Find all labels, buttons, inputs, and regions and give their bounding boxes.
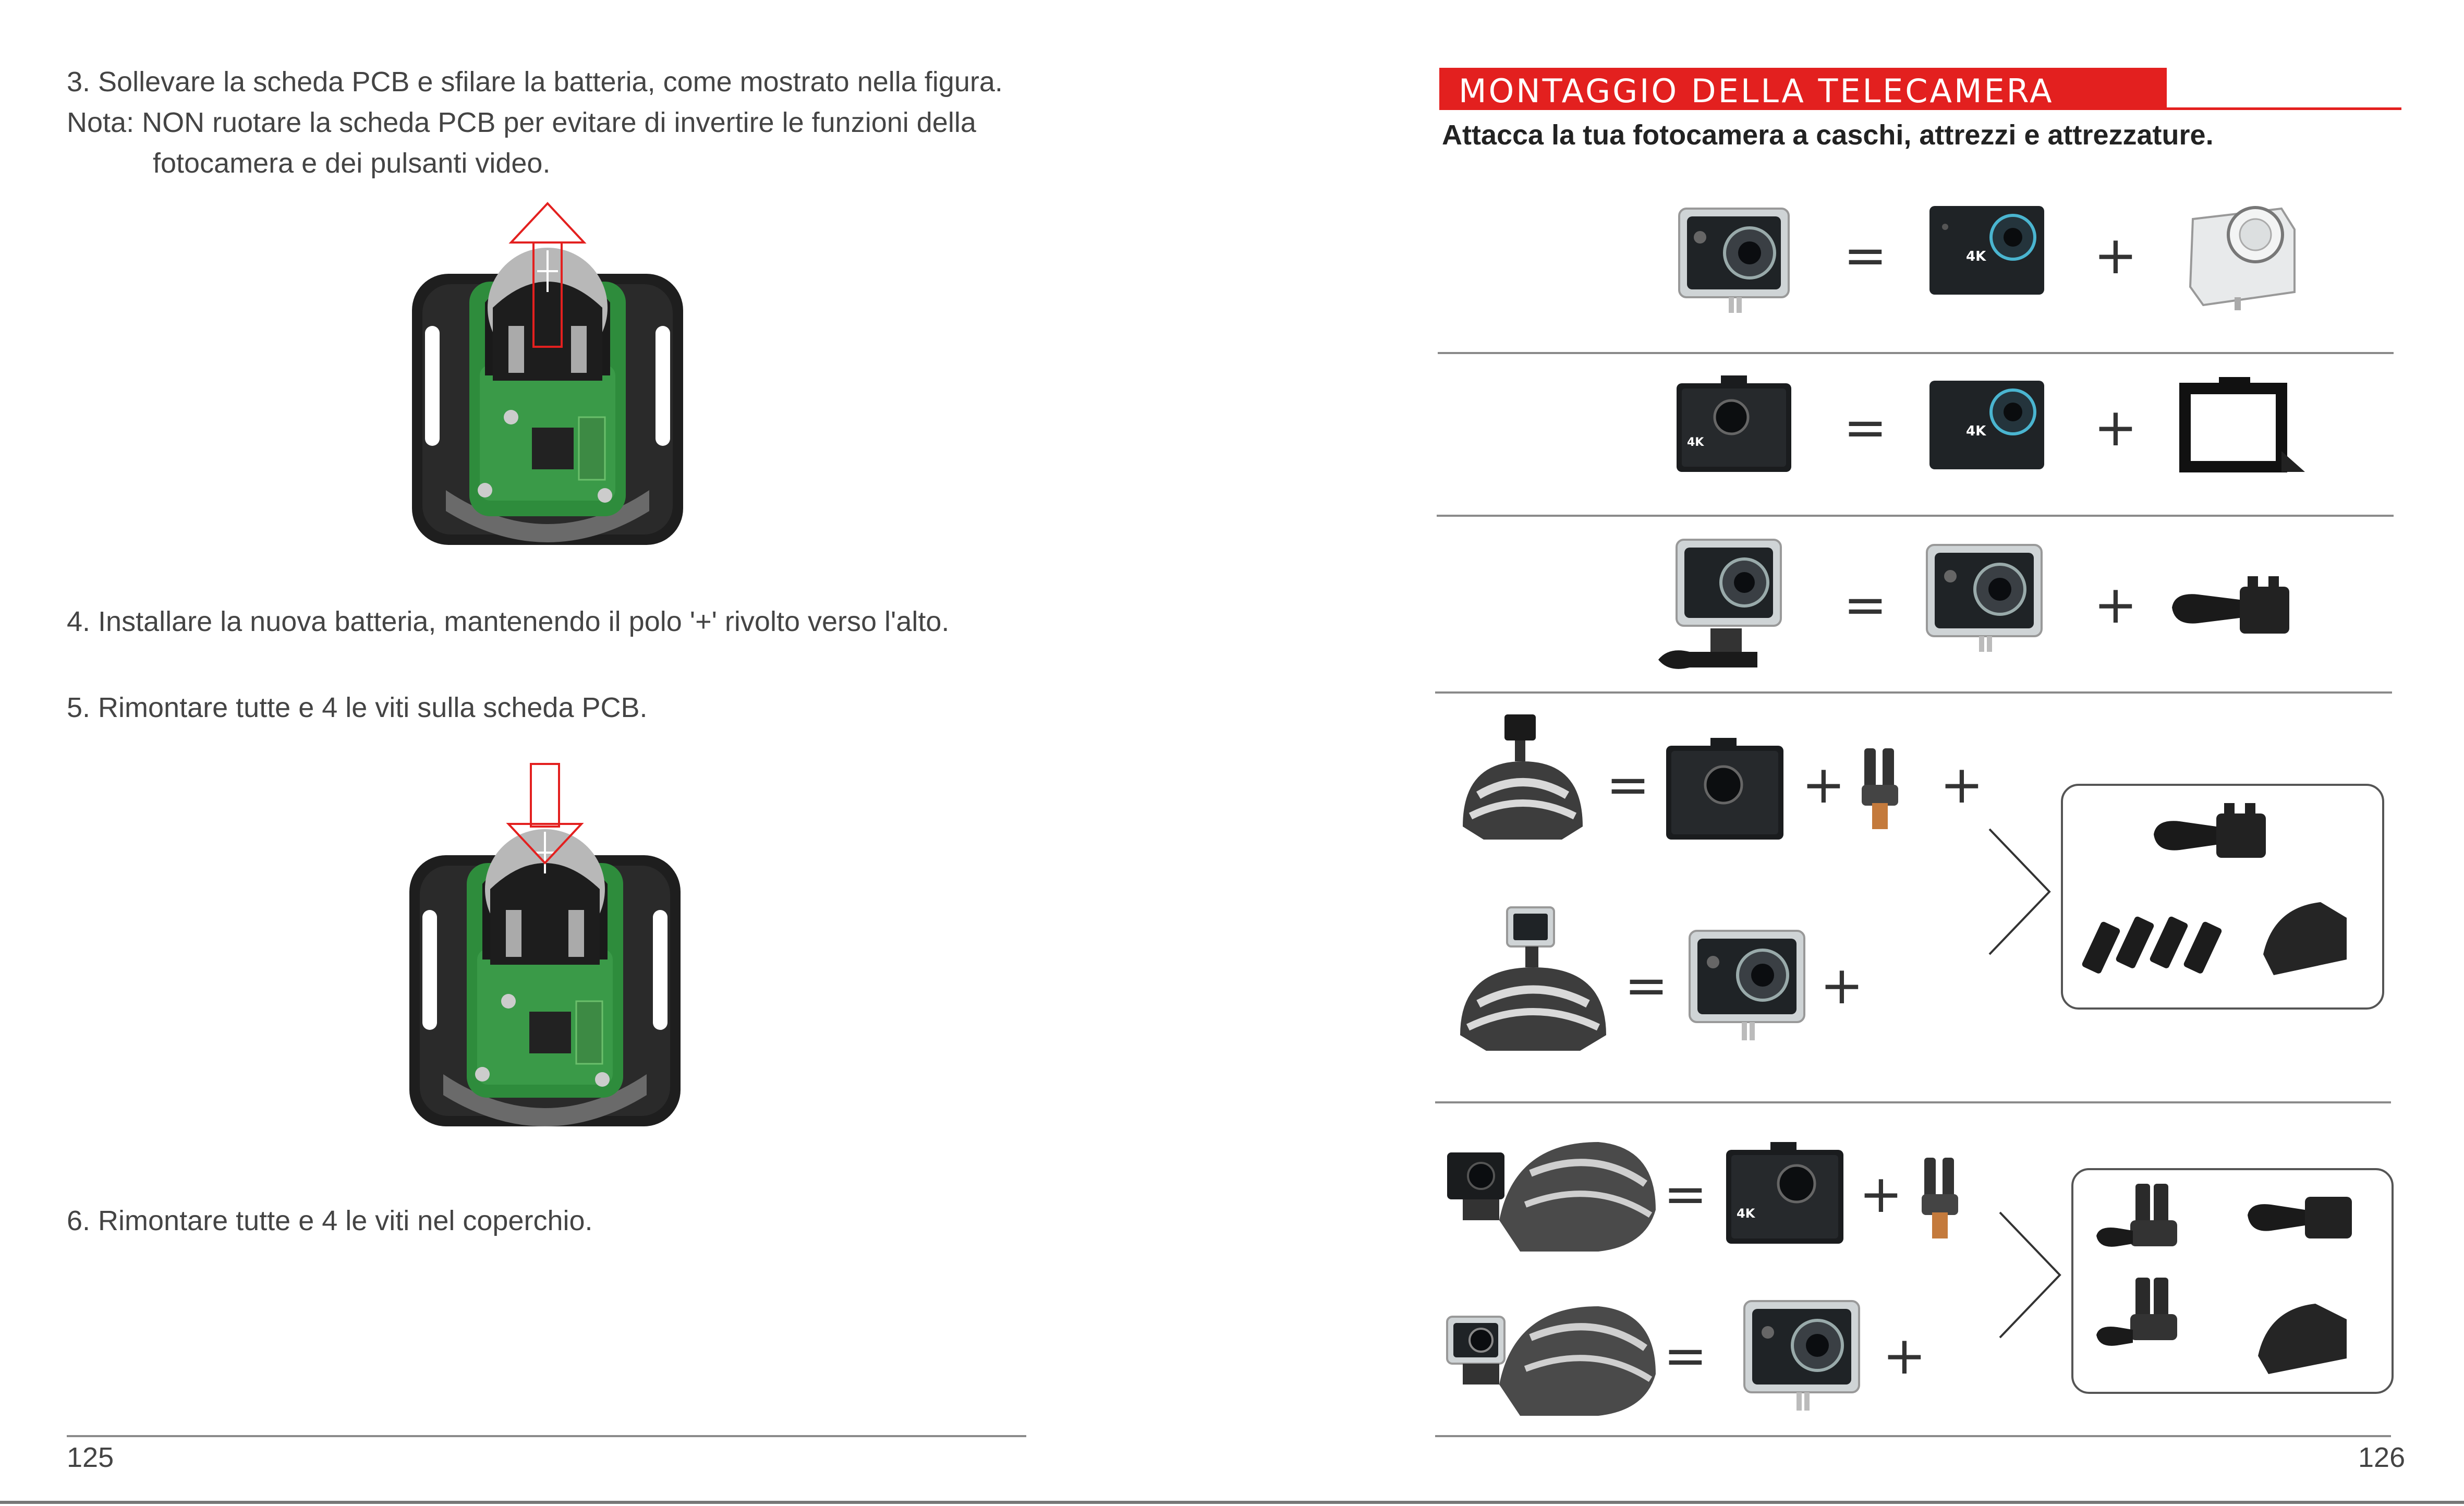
row4-divider xyxy=(1435,1101,2391,1103)
thumb-screw-adapter-icon-row5 xyxy=(1922,1158,1958,1238)
road-helmet-with-camera-case-icon xyxy=(1446,1306,1656,1416)
pcb-battery-installed-illustration xyxy=(409,763,681,1126)
bottom-edge-line xyxy=(0,1501,2464,1504)
pcb-battery-removal-illustration xyxy=(412,202,683,545)
equals-sign-row4c: = xyxy=(1624,955,1668,1016)
svg-text:4K: 4K xyxy=(1966,249,1986,264)
helmet-accessories-kit-icon xyxy=(2082,803,2347,975)
plus-sign-row5b: + xyxy=(1883,1325,1926,1386)
camera-in-waterproof-case-icon xyxy=(1678,208,1790,313)
plus-sign-row4d: + xyxy=(1820,955,1864,1016)
camera-in-frame-icon-row5: 4K xyxy=(1726,1142,1843,1244)
right-footer-rule xyxy=(1435,1435,2391,1437)
step5-text: 5. Rimontare tutte e 4 le viti sulla sch… xyxy=(67,692,648,723)
row3-divider xyxy=(1435,691,2392,694)
plus-sign-row5a: + xyxy=(1859,1163,1903,1224)
camera-in-case-icon-row3 xyxy=(1926,544,2043,652)
svg-text:4K: 4K xyxy=(1966,423,1986,439)
section-banner xyxy=(1439,68,2167,108)
camera-in-frame-icon: 4K xyxy=(1677,375,1791,472)
plus-sign-row2: + xyxy=(2094,397,2138,458)
equals-sign-row3: = xyxy=(1843,574,1887,635)
left-footer-rule xyxy=(67,1435,1026,1437)
quick-release-mount-icon xyxy=(2172,576,2289,634)
camera-4k-icon-row2: 4K xyxy=(1929,381,2044,469)
step4-text: 4. Installare la nuova batteria, mantene… xyxy=(67,606,950,637)
step6-text: 6. Rimontare tutte e 4 le viti nel coper… xyxy=(67,1205,593,1236)
camera-in-case-icon-row4 xyxy=(1689,930,1805,1040)
page-number-left: 125 xyxy=(67,1442,114,1473)
svg-text:4K: 4K xyxy=(1687,436,1704,449)
page-number-right: 126 xyxy=(2358,1442,2406,1473)
camera-in-case-icon-row5 xyxy=(1743,1300,1860,1411)
step3-text: 3. Sollevare la scheda PCB e sfilare la … xyxy=(67,66,1003,98)
helmet-with-camera-case-icon xyxy=(1460,906,1606,1051)
bracket-chevron-icon-row5 xyxy=(1999,1211,2061,1339)
equals-sign-row5b: = xyxy=(1664,1325,1707,1386)
camera-4k-icon: 4K xyxy=(1929,206,2044,295)
plus-sign-row1: + xyxy=(2094,225,2138,286)
camera-in-frame-icon-row4 xyxy=(1666,738,1783,840)
road-helmet-accessories-box xyxy=(2071,1168,2394,1394)
plus-sign-row4b: + xyxy=(1940,754,1984,815)
camera-frame-icon xyxy=(2179,377,2305,472)
row1-divider xyxy=(1438,352,2394,354)
helmet-accessories-box xyxy=(2061,784,2384,1010)
waterproof-case-icon xyxy=(2189,206,2296,310)
camera-case-on-mount-icon xyxy=(1658,539,1782,669)
step3-note-line2: fotocamera e dei pulsanti video. xyxy=(153,148,551,179)
equals-sign-row2: = xyxy=(1843,397,1887,458)
equals-sign-row4a: = xyxy=(1606,754,1650,815)
plus-sign-row3: + xyxy=(2094,574,2138,635)
svg-text:4K: 4K xyxy=(1737,1206,1756,1221)
bracket-chevron-icon xyxy=(1988,828,2051,955)
helmet-with-camera-icon xyxy=(1463,714,1583,840)
banner-underline xyxy=(1439,107,2401,110)
section-title: MONTAGGIO DELLA TELECAMERA xyxy=(1459,72,2054,110)
row2-divider xyxy=(1437,515,2394,517)
section-subtitle: Attacca la tua fotocamera a caschi, attr… xyxy=(1442,119,2214,151)
road-helmet-with-camera-icon xyxy=(1447,1142,1656,1252)
equals-sign-row5a: = xyxy=(1664,1163,1707,1224)
equals-sign-row1: = xyxy=(1843,225,1887,286)
thumb-screw-adapter-icon xyxy=(1862,748,1898,829)
road-helmet-accessories-kit-icon xyxy=(2096,1184,2352,1374)
step3-note-line1: Nota: NON ruotare la scheda PCB per evit… xyxy=(67,107,976,138)
plus-sign-row4a: + xyxy=(1802,754,1846,815)
